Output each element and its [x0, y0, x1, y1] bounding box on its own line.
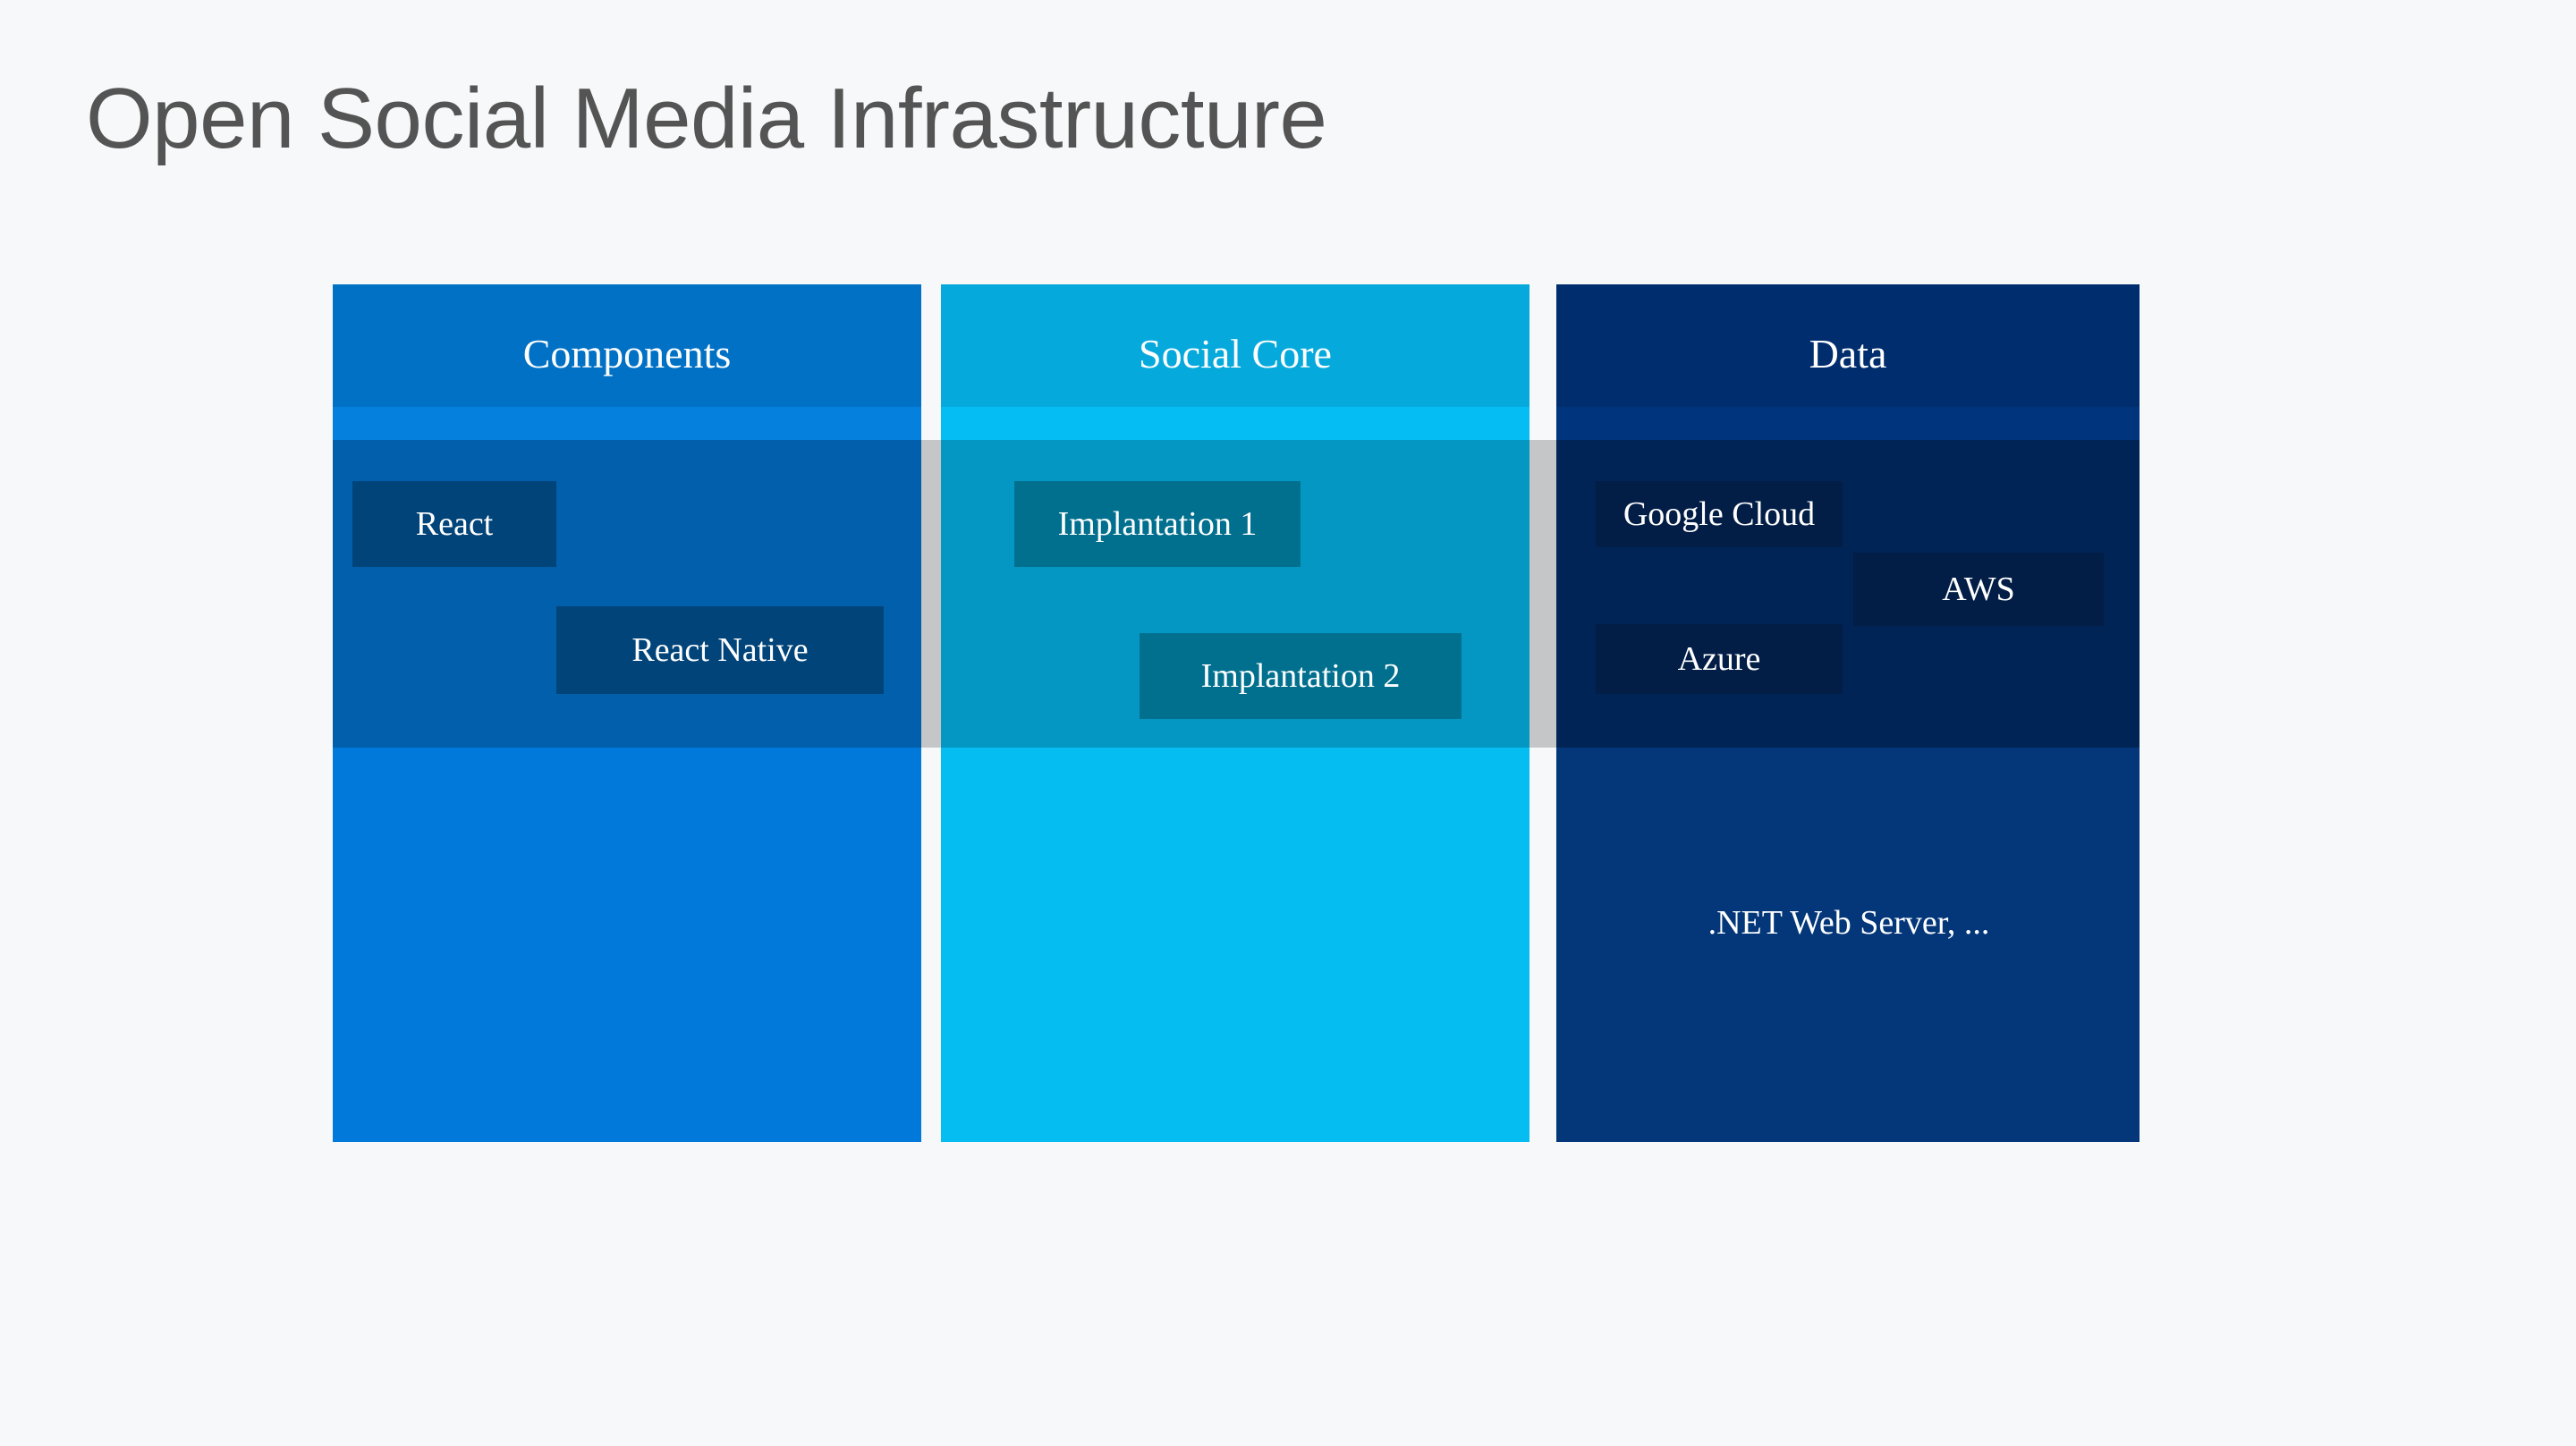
- column-components-accent-strip: [333, 407, 921, 440]
- item-box-dotnet-web-server[interactable]: .NET Web Server, ...: [1707, 903, 1990, 942]
- item-box-google-cloud[interactable]: Google Cloud: [1596, 481, 1843, 547]
- column-separator-right: [1530, 440, 1556, 748]
- column-data-footer-band: [1556, 748, 2140, 1142]
- column-social-core-accent-strip: [941, 407, 1530, 440]
- column-data-title: Data: [1809, 331, 1887, 376]
- column-data-header-band: [1556, 284, 2140, 407]
- column-separator-left: [921, 440, 941, 748]
- column-components-header-band: [333, 284, 921, 407]
- column-social-core-footer-band: [941, 748, 1530, 1142]
- item-box-aws[interactable]: AWS: [1853, 553, 2104, 626]
- column-social-core[interactable]: Social Core: [941, 284, 1530, 1142]
- column-data[interactable]: Data: [1556, 284, 2140, 1142]
- column-social-core-title: Social Core: [1139, 331, 1332, 376]
- item-box-implantation-1[interactable]: Implantation 1: [1014, 481, 1301, 567]
- page-title: Open Social Media Infrastructure: [86, 71, 1327, 166]
- item-box-implantation-2[interactable]: Implantation 2: [1140, 633, 1462, 719]
- item-box-react-native[interactable]: React Native: [556, 606, 884, 694]
- column-components-footer-band: [333, 748, 921, 1142]
- column-social-core-header-band: [941, 284, 1530, 407]
- column-components[interactable]: Components: [333, 284, 921, 1142]
- item-box-azure[interactable]: Azure: [1596, 624, 1843, 694]
- column-components-title: Components: [522, 331, 732, 376]
- item-box-react[interactable]: React: [352, 481, 556, 567]
- column-data-accent-strip: [1556, 407, 2140, 440]
